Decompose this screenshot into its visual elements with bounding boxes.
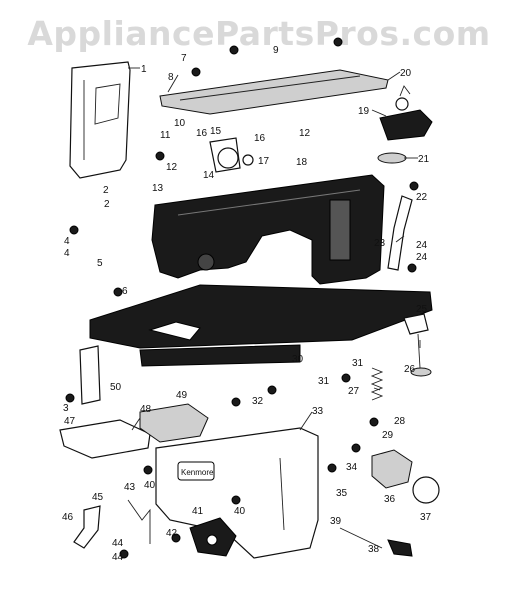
screw-heads <box>65 37 419 559</box>
callout-37: 37 <box>420 512 432 523</box>
callout-43: 43 <box>124 482 136 493</box>
spring-part <box>370 367 384 401</box>
callout-labels: 1 2 3 4 5 6 7 8 9 10 11 12 12 13 14 15 1… <box>62 45 432 563</box>
callout-4b: 4 <box>64 248 70 259</box>
callout-16: 16 <box>196 128 208 139</box>
callout-23: 23 <box>374 238 386 249</box>
callout-41: 41 <box>192 506 204 517</box>
callout-40: 40 <box>144 480 156 491</box>
callout-9: 9 <box>273 45 279 56</box>
callout-5: 5 <box>97 258 103 269</box>
callout-42: 42 <box>166 528 178 539</box>
callout-31: 31 <box>318 376 330 387</box>
callout-38: 38 <box>368 544 380 555</box>
machine-arm-part <box>151 174 385 285</box>
foot-pin-part <box>339 527 413 557</box>
callout-24: 24 <box>416 240 428 251</box>
washer-part <box>377 152 407 164</box>
callout-4: 4 <box>64 236 70 247</box>
slide-plate-part <box>59 419 151 459</box>
callout-20: 20 <box>400 68 412 79</box>
hand-wheel-part <box>371 449 440 504</box>
callout-30: 30 <box>292 354 304 365</box>
bracket-part <box>73 505 101 549</box>
callout-24b: 24 <box>416 252 428 263</box>
bed-plate-part <box>89 284 433 367</box>
callout-26: 26 <box>404 364 416 375</box>
callout-13: 13 <box>152 183 164 194</box>
face-cover-part <box>69 61 131 179</box>
leader-lines <box>128 67 421 431</box>
callout-19: 19 <box>358 106 370 117</box>
callout-44: 44 <box>112 538 124 549</box>
motor-bracket-part <box>209 137 241 173</box>
watermark: AppliancePartsPros.com <box>27 14 491 53</box>
callout-1: 1 <box>141 64 147 75</box>
callout-12b: 12 <box>299 128 311 139</box>
callout-3: 3 <box>63 403 69 414</box>
callout-50: 50 <box>110 382 122 393</box>
callout-31b: 31 <box>352 358 364 369</box>
callout-47: 47 <box>64 416 76 427</box>
callout-15: 15 <box>210 126 222 137</box>
spring-clip-part <box>127 499 151 544</box>
callout-2b: 2 <box>104 199 110 210</box>
faceplate-lettering: Kenmore <box>181 468 214 477</box>
callout-7: 7 <box>181 53 187 64</box>
callout-39: 39 <box>330 516 342 527</box>
callout-25: 25 <box>416 304 428 315</box>
bracket-plate-part <box>79 345 101 405</box>
callout-36: 36 <box>384 494 396 505</box>
callout-18: 18 <box>296 157 308 168</box>
callout-2: 2 <box>103 185 109 196</box>
bobbin-cover-part <box>139 403 209 443</box>
callout-10: 10 <box>174 118 186 129</box>
tension-assembly-part <box>379 85 433 141</box>
callout-49: 49 <box>176 390 188 401</box>
callout-35: 35 <box>336 488 348 499</box>
callout-33: 33 <box>312 406 324 417</box>
callout-17: 17 <box>258 156 270 167</box>
callout-29: 29 <box>382 430 394 441</box>
callout-48: 48 <box>140 404 152 415</box>
callout-14: 14 <box>203 170 215 181</box>
callout-40b: 40 <box>234 506 246 517</box>
callout-8: 8 <box>168 72 174 83</box>
callout-45: 45 <box>92 492 104 503</box>
callout-16b: 16 <box>254 133 266 144</box>
top-cover-part <box>159 69 389 115</box>
callout-21: 21 <box>418 154 430 165</box>
connector-part <box>189 517 237 557</box>
thumb-lever-part <box>403 313 432 377</box>
callout-6: 6 <box>122 286 128 297</box>
callout-28: 28 <box>394 416 406 427</box>
callout-34: 34 <box>346 462 358 473</box>
callout-27: 27 <box>348 386 360 397</box>
callout-46: 46 <box>62 512 74 523</box>
callout-44b: 44 <box>112 552 124 563</box>
callout-22: 22 <box>416 192 428 203</box>
callout-12: 12 <box>166 162 178 173</box>
callout-11: 11 <box>160 130 171 141</box>
lever-part <box>387 195 413 271</box>
pulley-part <box>242 154 254 166</box>
callout-32: 32 <box>252 396 264 407</box>
